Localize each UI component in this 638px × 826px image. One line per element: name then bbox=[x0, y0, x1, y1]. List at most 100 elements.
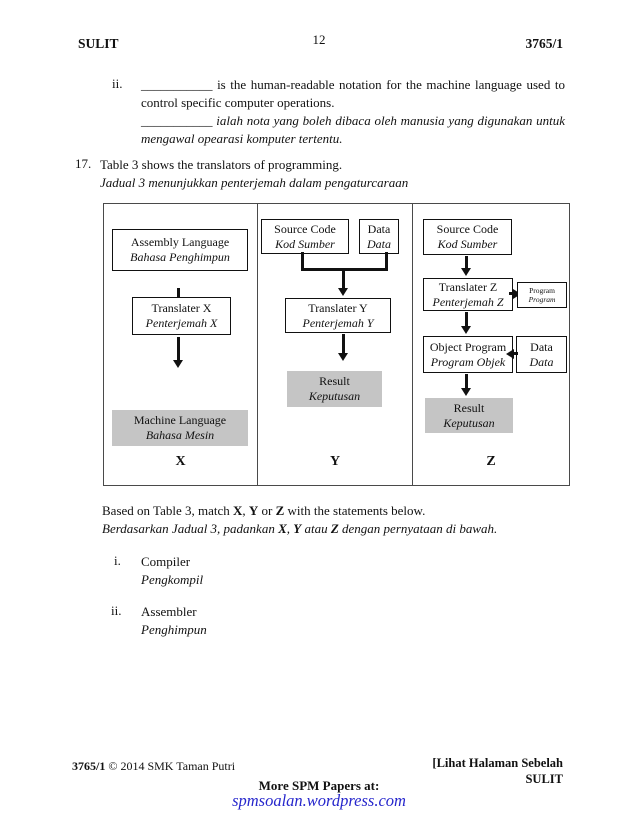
right-arrow-icon bbox=[509, 288, 521, 299]
data-box-y: Data Data bbox=[359, 219, 399, 254]
match-ms-x: X bbox=[278, 521, 287, 536]
question-ii-english: ___________ is the human-readable notati… bbox=[141, 77, 565, 110]
question-ii-malay: ___________ ialah nota yang boleh dibaca… bbox=[141, 113, 565, 146]
footer-right: [Lihat Halaman Sebelah SULIT bbox=[432, 756, 563, 787]
match-en-sep: , bbox=[242, 503, 249, 518]
question-17-text: Table 3 shows the translators of program… bbox=[100, 156, 530, 192]
source-code-en: Source Code bbox=[436, 222, 499, 236]
program-box: Program Program bbox=[517, 282, 567, 308]
question-ii-number: ii. bbox=[112, 76, 123, 91]
footer-see-next-page: [Lihat Halaman Sebelah bbox=[432, 756, 563, 770]
match-en-text: Based on Table 3, match bbox=[102, 503, 233, 518]
translator-x-box: Translater X Penterjemah X bbox=[132, 297, 231, 335]
match-ms-z: Z bbox=[330, 521, 339, 536]
item-ii-number: ii. bbox=[111, 603, 122, 618]
connector-line bbox=[301, 268, 388, 271]
question-17-english: Table 3 shows the translators of program… bbox=[100, 157, 343, 172]
column-x-label: X bbox=[175, 454, 186, 469]
match-instruction-english: Based on Table 3, match X, Y or Z with t… bbox=[102, 503, 425, 519]
match-instruction-malay: Berdasarkan Jadual 3, padankan X, Y atau… bbox=[102, 521, 497, 537]
item-ii-english: Assembler bbox=[141, 604, 197, 619]
item-ii-malay: Penghimpun bbox=[141, 622, 207, 637]
down-arrow-icon bbox=[338, 271, 348, 296]
match-en-sep: or bbox=[258, 503, 276, 518]
match-ms-y: Y bbox=[293, 521, 302, 536]
result-box-z: Result Keputusan bbox=[425, 398, 513, 433]
source-code-ms: Kod Sumber bbox=[275, 236, 335, 251]
machine-language-ms: Bahasa Mesin bbox=[145, 428, 215, 442]
match-en-text: with the statements below. bbox=[284, 503, 426, 518]
down-arrow-icon bbox=[173, 337, 183, 368]
connector-line bbox=[385, 252, 388, 271]
data-en: Data bbox=[367, 221, 391, 236]
translator-z-en: Translater Z bbox=[438, 279, 498, 294]
column-y-label: Y bbox=[329, 454, 341, 469]
down-arrow-icon bbox=[461, 256, 471, 276]
source-code-en: Source Code bbox=[274, 221, 336, 236]
footer-paper-code: 3765/1 bbox=[72, 759, 106, 773]
table-3-diagram: Assembly Language Bahasa Penghimpun Tran… bbox=[103, 203, 570, 486]
assembly-language-en: Assembly Language bbox=[130, 235, 230, 249]
data-box-z: Data Data bbox=[516, 336, 567, 373]
item-i-english: Compiler bbox=[141, 554, 191, 569]
connector-line bbox=[301, 252, 304, 271]
question-ii-text: ___________ is the human-readable notati… bbox=[141, 76, 565, 148]
column-y: Source Code Kod Sumber Data Data Transla… bbox=[258, 204, 413, 485]
match-en-y: Y bbox=[248, 503, 259, 518]
spmsoalan-link[interactable]: spmsoalan.wordpress.com bbox=[232, 791, 406, 810]
machine-language-box: Machine Language Bahasa Mesin bbox=[112, 410, 248, 446]
data-ms: Data bbox=[529, 354, 554, 369]
left-arrow-icon bbox=[506, 348, 518, 359]
down-arrow-icon bbox=[461, 312, 471, 334]
translator-z-ms: Penterjemah Z bbox=[432, 294, 504, 309]
translator-x-en: Translater X bbox=[151, 301, 212, 315]
result-ms: Keputusan bbox=[443, 415, 495, 430]
object-program-box: Object Program Program Objek bbox=[423, 336, 513, 373]
result-en: Result bbox=[319, 374, 350, 388]
result-en: Result bbox=[453, 400, 485, 415]
data-ms: Data bbox=[367, 236, 391, 251]
translator-y-box: Translater Y Penterjemah Y bbox=[285, 298, 391, 333]
source-code-ms: Kod Sumber bbox=[437, 237, 498, 251]
match-ms-text: Berdasarkan Jadual 3, padankan bbox=[102, 521, 279, 536]
item-i-number: i. bbox=[114, 553, 121, 568]
source-code-box-y: Source Code Kod Sumber bbox=[261, 219, 349, 254]
column-x: Assembly Language Bahasa Penghimpun Tran… bbox=[104, 204, 258, 485]
footer-link[interactable]: spmsoalan.wordpress.com bbox=[0, 791, 638, 811]
translator-z-box: Translater Z Penterjemah Z bbox=[423, 278, 513, 311]
translator-y-ms: Penterjemah Y bbox=[302, 315, 374, 330]
footer-copyright-text: © 2014 SMK Taman Putri bbox=[105, 759, 236, 773]
match-en-x: X bbox=[232, 503, 243, 518]
question-17-malay: Jadual 3 menunjukkan penterjemah dalam p… bbox=[100, 175, 409, 190]
object-program-ms: Program Objek bbox=[430, 354, 506, 369]
program-ms: Program bbox=[528, 295, 556, 304]
header-confidential: SULIT bbox=[78, 36, 119, 51]
footer-more-papers: More SPM Papers at: bbox=[258, 778, 380, 793]
footer-copyright: 3765/1 © 2014 SMK Taman Putri bbox=[72, 759, 235, 774]
footer-confidential: SULIT bbox=[525, 771, 563, 786]
item-ii: Assembler Penghimpun bbox=[141, 603, 207, 639]
program-en: Program bbox=[529, 286, 555, 295]
down-arrow-icon bbox=[461, 374, 471, 396]
machine-language-en: Machine Language bbox=[133, 413, 227, 427]
question-17-number: 17. bbox=[75, 156, 92, 171]
page-number: 12 bbox=[312, 32, 326, 47]
match-ms-sep: atau bbox=[301, 521, 331, 536]
match-ms-text: dengan pernyataan di bawah. bbox=[338, 521, 498, 536]
assembly-language-ms: Bahasa Penghimpun bbox=[130, 250, 230, 264]
assembly-language-box: Assembly Language Bahasa Penghimpun bbox=[112, 229, 248, 271]
source-code-box-z: Source Code Kod Sumber bbox=[423, 219, 512, 255]
result-ms: Keputusan bbox=[308, 389, 361, 403]
match-ms-sep: , bbox=[286, 521, 294, 536]
data-en: Data bbox=[530, 339, 553, 354]
column-z-label: Z bbox=[486, 454, 496, 469]
object-program-en: Object Program bbox=[429, 339, 507, 354]
column-z: Source Code Kod Sumber Translater Z Pent… bbox=[413, 204, 569, 485]
down-arrow-icon bbox=[338, 334, 348, 361]
match-en-z: Z bbox=[275, 503, 285, 518]
item-i: Compiler Pengkompil bbox=[141, 553, 203, 589]
translator-x-ms: Penterjemah X bbox=[145, 316, 218, 330]
item-i-malay: Pengkompil bbox=[141, 572, 204, 587]
result-box-y: Result Keputusan bbox=[287, 371, 382, 407]
